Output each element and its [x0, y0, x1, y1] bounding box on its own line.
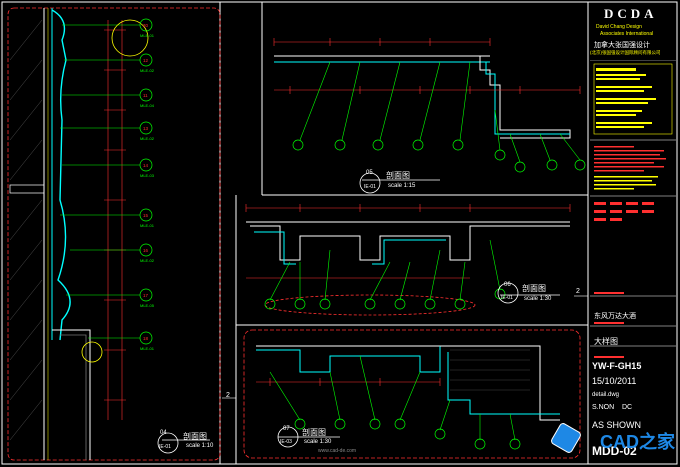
section-04-ref: IE-01 [159, 444, 171, 450]
svg-text:12: 12 [143, 58, 149, 63]
section-06-ref: IE-01 [501, 295, 513, 301]
watermark-text: CAD之家 [600, 432, 675, 452]
section-06-detail [245, 204, 571, 316]
section-04-title: 剖面图 [183, 432, 207, 441]
section-04-num: 04 [160, 430, 167, 436]
section-07-title: 剖面图 [302, 428, 326, 437]
section-title-lines [162, 179, 560, 441]
firm-name-cn-1: 加拿大张国强设计 [594, 42, 650, 49]
svg-text:MLE-01: MLE-01 [140, 346, 155, 351]
svg-text:MLE-02: MLE-02 [140, 68, 155, 73]
svg-text:13: 13 [143, 126, 149, 131]
section-05-detail [273, 38, 586, 173]
section-bubbles [157, 172, 519, 454]
section-07-detail [243, 329, 581, 459]
section-04-scale: scale 1:10 [186, 443, 214, 449]
drawn-by: S.NON [592, 404, 615, 411]
section-05-ref: IE-01 [364, 184, 376, 190]
firm-name-en-1: David Chang Design [596, 24, 642, 30]
side-mark-right: 2 [576, 288, 580, 295]
svg-text:MLE-02: MLE-02 [140, 258, 155, 263]
firm-logo: DCDA [604, 6, 658, 21]
section-05-scale: scale 1:15 [388, 183, 416, 189]
svg-text:MLE-05: MLE-05 [140, 303, 155, 308]
drawing-date: 15/10/2011 [592, 376, 637, 386]
svg-text:14: 14 [143, 163, 149, 168]
project-name: 东风万达大酒 [594, 313, 636, 320]
drawing-scale: AS SHOWN [592, 420, 642, 430]
title-block-graphics [590, 60, 676, 358]
section-07-ref: IE-03 [280, 439, 292, 445]
svg-text:11: 11 [143, 93, 148, 98]
section-07-num: 07 [283, 426, 290, 432]
svg-text:MLE-04: MLE-04 [140, 103, 155, 108]
section-06-num: 06 [504, 282, 511, 288]
svg-text:30: 30 [143, 23, 149, 28]
svg-text:MLE-03: MLE-03 [140, 173, 155, 178]
title-block: DCDA David Chang Design Associates Inter… [590, 4, 676, 464]
checked-by: DC [622, 404, 633, 411]
svg-text:MLE-01: MLE-01 [140, 223, 155, 228]
drawing-title: 大样图 [594, 337, 618, 346]
drawing-number: YW-F-GH15 [592, 361, 642, 371]
firm-name-cn-2: (北京)张国强设计国际顾问有限公司 [590, 50, 661, 55]
svg-text:15: 15 [143, 213, 149, 218]
sheet-number: MDD-02 [592, 444, 637, 458]
svg-text:MLE-02: MLE-02 [140, 136, 155, 141]
section-05-title: 剖面图 [386, 171, 410, 180]
svg-text:17: 17 [143, 293, 149, 298]
drawing-file: detail.dwg [592, 392, 620, 398]
side-mark-left: 2 [226, 392, 230, 399]
section-06-title: 剖面图 [522, 284, 546, 293]
firm-name-en-2: Associates International [600, 31, 654, 37]
svg-text:16: 16 [143, 248, 149, 253]
section-05-num: 05 [366, 170, 373, 176]
section-06-scale: scale 1:30 [524, 296, 552, 302]
svg-text:18: 18 [143, 336, 149, 341]
watermark-url: www.cad-de.com [318, 448, 357, 454]
section-07-scale: scale 1:30 [304, 439, 332, 445]
svg-text:MLE-01: MLE-01 [140, 33, 155, 38]
